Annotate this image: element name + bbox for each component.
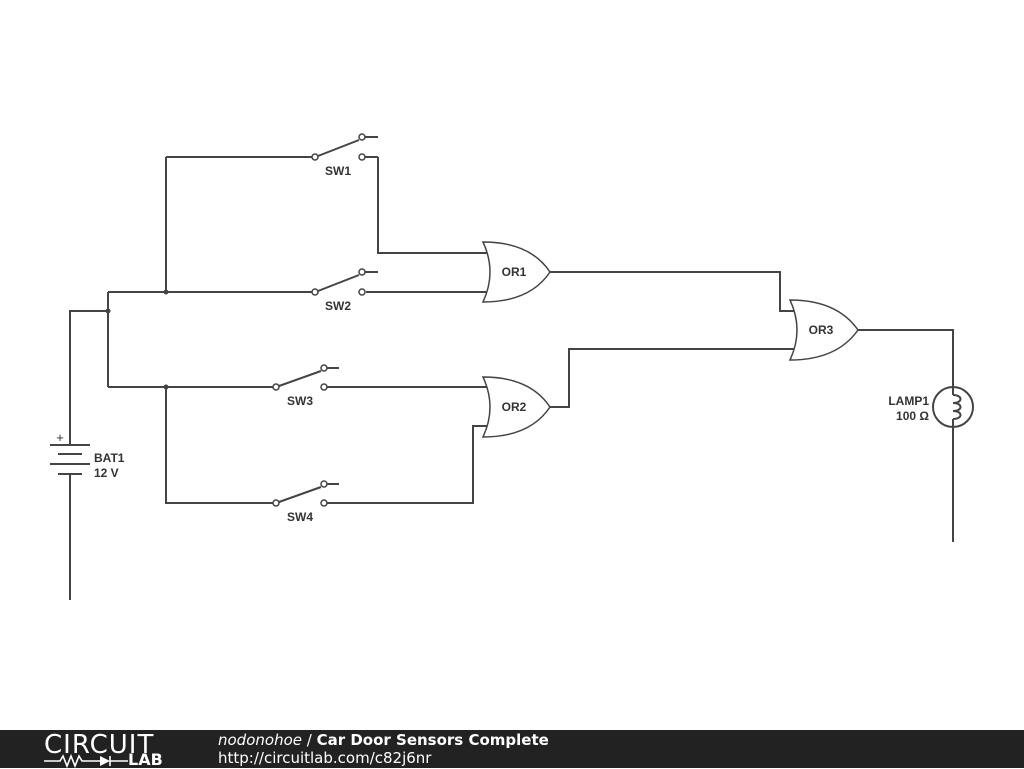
logo-resistor-diode-icon: [44, 754, 128, 768]
wire-left-bus-upper: [108, 156, 312, 293]
or-gate-or1: OR1: [481, 241, 551, 303]
switch-sw1: SW1: [311, 133, 378, 178]
junction-dot: [105, 308, 111, 314]
battery-name-label: BAT1: [94, 451, 125, 465]
wire-or3-to-lamp: [858, 329, 954, 387]
wire-or1-to-or3: [550, 271, 796, 312]
junction-dot: [163, 289, 169, 295]
junctions: [105, 289, 169, 390]
or-gate-or3: OR3: [788, 299, 859, 361]
gate-label-or2: OR2: [502, 400, 527, 414]
switch-label-sw2: SW2: [325, 299, 351, 313]
battery-plus-sign: +: [56, 430, 64, 445]
battery-bat1: + BAT1 12 V: [50, 430, 125, 485]
switch-label-sw3: SW3: [287, 394, 313, 408]
lamp-lamp1: LAMP1 100 Ω: [888, 386, 974, 428]
circuit-url[interactable]: http://circuitlab.com/c82j6nr: [218, 749, 432, 767]
switch-label-sw1: SW1: [325, 164, 351, 178]
logo-text-circuit: CIRCUIT: [44, 730, 155, 760]
switch-label-sw4: SW4: [287, 510, 313, 524]
battery-value-label: 12 V: [94, 466, 119, 480]
or-gate-or2: OR2: [481, 376, 551, 438]
footer-bar: CIRCUIT LAB nodonohoe / Car Door Sensors…: [0, 730, 1024, 768]
switch-sw4: SW4: [272, 480, 339, 524]
circuit-title[interactable]: Car Door Sensors Complete: [316, 731, 549, 749]
author-name[interactable]: nodonohoe: [218, 731, 302, 749]
circuitlab-logo[interactable]: CIRCUIT LAB: [44, 732, 184, 768]
wire-sw1-to-or1: [377, 157, 490, 254]
wire-left-bus-lower: [108, 386, 273, 504]
logo-text-lab: LAB: [128, 750, 163, 769]
wires: [69, 156, 954, 600]
gate-label-or1: OR1: [502, 265, 527, 279]
lamp-value-label: 100 Ω: [896, 409, 929, 423]
wire-sw4-to-or2: [327, 425, 490, 504]
wire-or2-to-or3: [550, 348, 796, 408]
wire-battery: [69, 310, 108, 600]
title-separator: /: [301, 731, 317, 749]
junction-dot: [163, 384, 169, 390]
gate-label-or3: OR3: [809, 323, 834, 337]
switch-sw3: SW3: [272, 364, 339, 408]
footer-title-line: nodonohoe / Car Door Sensors Complete: [218, 731, 549, 749]
circuit-schematic: SW1 SW2 SW3 SW4 OR1 OR2 OR3 +: [50, 133, 974, 600]
switch-sw2: SW2: [311, 268, 378, 313]
lamp-name-label: LAMP1: [888, 394, 929, 408]
